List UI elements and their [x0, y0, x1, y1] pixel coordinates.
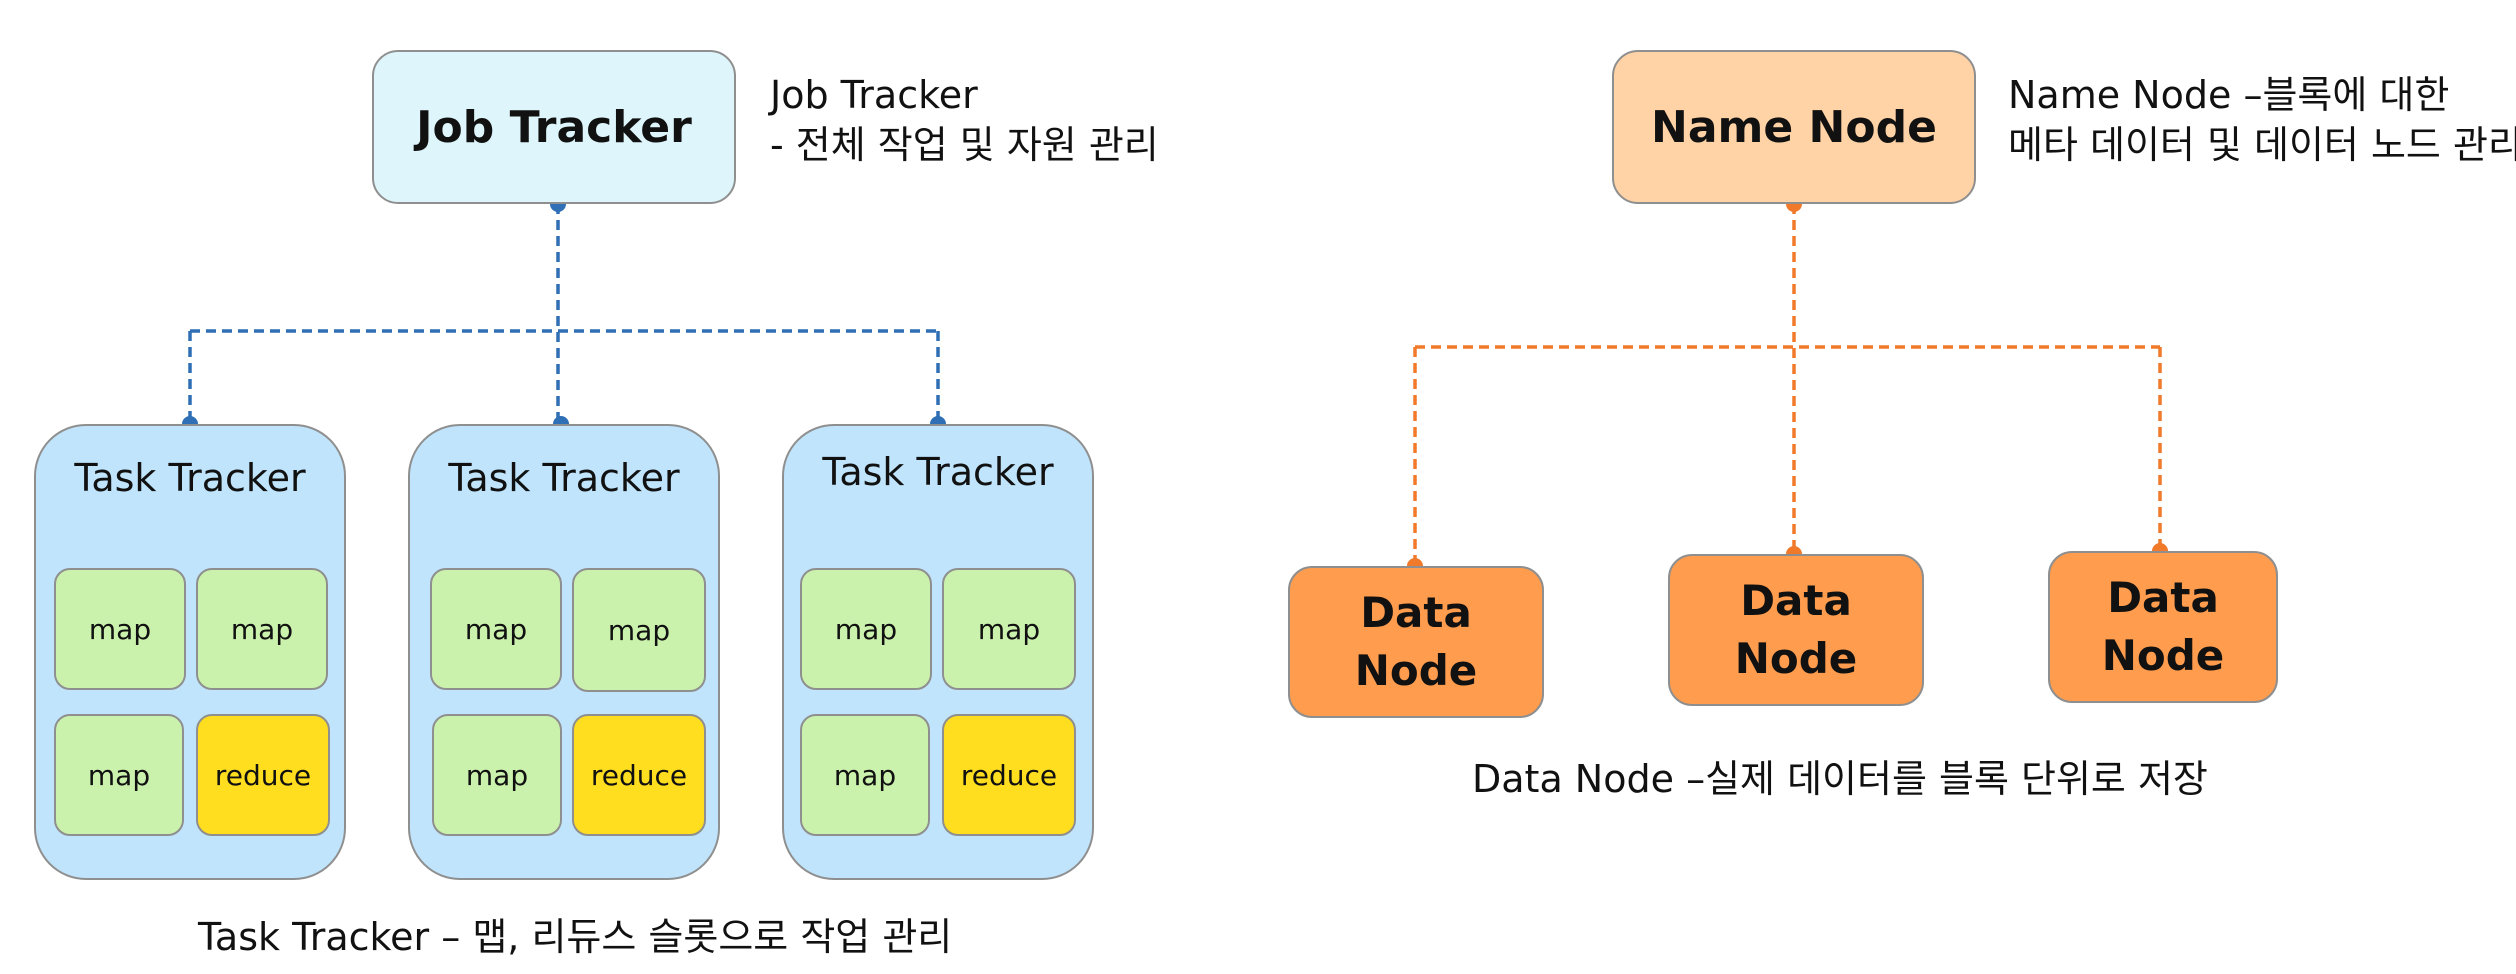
task-tracker-2-slot-reduce: reduce	[572, 714, 706, 836]
task-tracker-2-slot-map-2: map	[572, 568, 706, 692]
data-node-3-line2: Node	[2101, 631, 2225, 680]
task-tracker-1-slot-map-2: map	[196, 568, 328, 690]
data-node-2-line1: Data	[1740, 576, 1852, 625]
name-node-connectors	[1413, 204, 2162, 566]
task-tracker-1-slot-reduce: reduce	[196, 714, 330, 836]
task-tracker-3: Task Tracker map map map reduce	[782, 424, 1094, 880]
name-node-desc-line2: 메타 데이터 및 데이터 노드 관리	[2008, 123, 2516, 167]
task-tracker-2: Task Tracker map map map reduce	[408, 424, 720, 880]
name-node-box: Name Node	[1612, 50, 1976, 204]
task-tracker-3-title: Task Tracker	[822, 450, 1054, 494]
task-tracker-3-slot-reduce: reduce	[942, 714, 1076, 836]
job-tracker-connectors	[188, 204, 940, 424]
job-tracker-box-label: Job Tracker	[416, 101, 692, 153]
data-node-3: Data Node	[2048, 551, 2278, 703]
task-tracker-1-slot-map-1: map	[54, 568, 186, 690]
task-tracker-1-title: Task Tracker	[74, 456, 306, 500]
data-node-2: Data Node	[1668, 554, 1924, 706]
job-tracker-description: Job Tracker - 전체 작업 및 자원 관리	[770, 70, 1159, 170]
task-tracker-3-slot-map-2: map	[942, 568, 1076, 690]
name-node-description: Name Node –블록에 대한 메타 데이터 및 데이터 노드 관리	[2008, 70, 2516, 170]
task-tracker-3-slot-map-1: map	[800, 568, 932, 690]
task-tracker-2-title: Task Tracker	[448, 456, 680, 500]
task-tracker-2-slot-map-3: map	[432, 714, 562, 836]
data-node-1-line1: Data	[1360, 588, 1472, 637]
data-node-1-line2: Node	[1354, 646, 1478, 695]
job-tracker-box: Job Tracker	[372, 50, 736, 204]
name-node-desc-line1: Name Node –블록에 대한	[2008, 73, 2450, 117]
task-tracker-3-slot-map-3: map	[800, 714, 930, 836]
data-node-2-line2: Node	[1734, 634, 1858, 683]
job-connector-dots	[182, 196, 946, 432]
data-node-caption: Data Node –실제 데이터를 블록 단위로 저장	[1472, 757, 2208, 801]
name-connector-dots	[1407, 196, 2168, 574]
task-tracker-2-slot-map-1: map	[430, 568, 562, 690]
data-node-1: Data Node	[1288, 566, 1544, 718]
task-tracker-1: Task Tracker map map map reduce	[34, 424, 346, 880]
data-node-3-line1: Data	[2107, 573, 2219, 622]
task-tracker-1-slot-map-3: map	[54, 714, 184, 836]
task-tracker-caption: Task Tracker – 맵, 리듀스 슬롯으로 작업 관리	[198, 915, 953, 959]
job-tracker-desc-line1: Job Tracker	[770, 73, 978, 117]
name-node-box-label: Name Node	[1651, 101, 1937, 153]
job-tracker-desc-line2: - 전체 작업 및 자원 관리	[770, 123, 1159, 167]
